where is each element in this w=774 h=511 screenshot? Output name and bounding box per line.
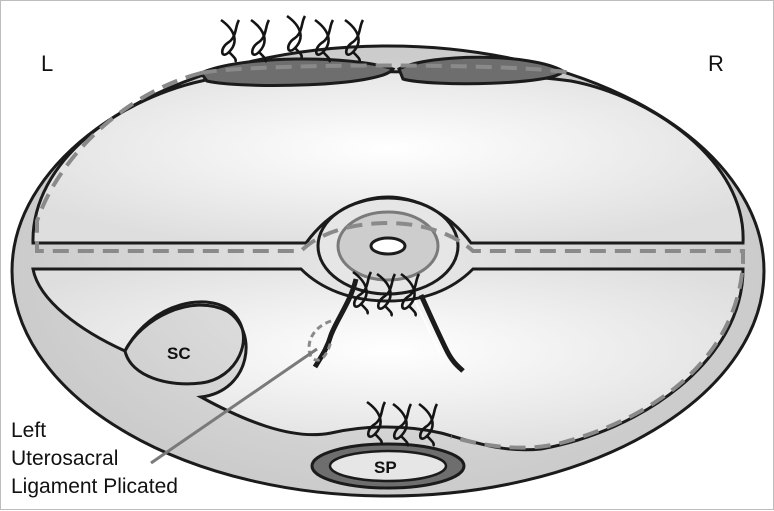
suture-icon [219,18,241,64]
lower-compartment [31,267,745,452]
left-uterosacral-ligament [312,278,359,369]
sp-inner-ring [328,449,448,483]
left-dark-pad [198,57,396,87]
suture-icon [249,18,271,64]
sc-loop [123,300,245,386]
sc-label: SC [167,344,191,363]
right-uterosacral-ligament-inner [414,300,442,356]
callout-line-1: Left [11,419,46,442]
sp-label: SP [374,458,397,477]
callout-pointer [150,347,318,465]
callout-line-2: Uterosacral [11,447,118,470]
peritoneal-dashed-line-top [200,63,572,75]
right-side-label: R [708,51,724,76]
right-uterosacral-ligament [418,293,465,373]
left-ligament-dashed-outline [307,319,333,362]
left-side-label: L [41,51,53,76]
callout-line-3: Ligament Plicated [11,475,178,498]
cervical-os [369,236,407,256]
peritoneal-dashed-line [35,71,745,450]
